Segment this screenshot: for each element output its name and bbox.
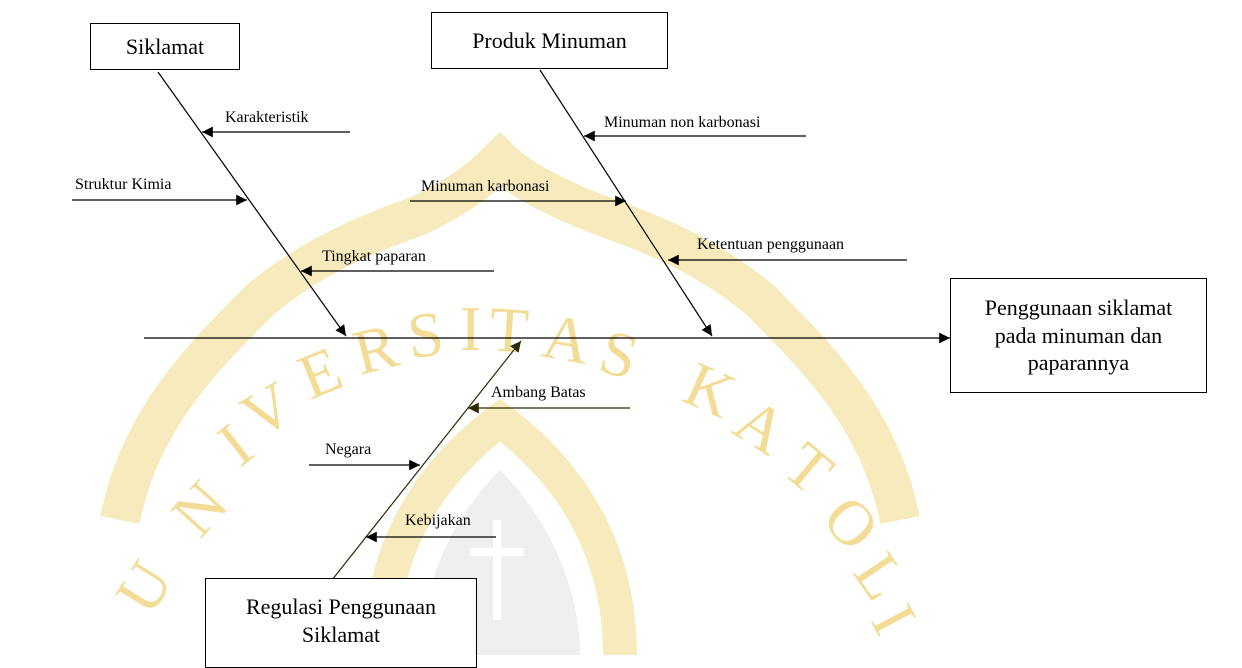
- cause-title-regulasi-line2: Siklamat: [301, 621, 381, 647]
- effect-line-2: pada minuman dan: [994, 322, 1163, 348]
- watermark-letter: I: [460, 293, 481, 364]
- effect-line-3: paparannya: [1027, 350, 1130, 376]
- cause-box-siklamat: Siklamat: [90, 23, 240, 70]
- factor-label-minuman-karbonasi: Minuman karbonasi: [421, 178, 550, 195]
- cause-title-siklamat: Siklamat: [125, 33, 205, 59]
- factor-label-ambang-batas: Ambang Batas: [491, 384, 586, 401]
- cause-box-regulasi: Regulasi Penggunaan Siklamat: [205, 578, 477, 668]
- effect-box: Penggunaan siklamat pada minuman dan pap…: [950, 278, 1207, 393]
- cause-title-produk-minuman: Produk Minuman: [472, 27, 627, 53]
- watermark-letter: S: [404, 298, 447, 372]
- factor-label-karakteristik: Karakteristik: [225, 109, 309, 126]
- cause-title-regulasi-line1: Regulasi Penggunaan: [245, 594, 437, 619]
- watermark-letter: T: [487, 293, 531, 367]
- bone-siklamat: [157, 71, 347, 337]
- factor-label-minuman-non-karbonasi: Minuman non karbonasi: [604, 114, 761, 131]
- factor-label-struktur-kimia: Struktur Kimia: [75, 176, 172, 193]
- factor-label-kebijakan: Kebijakan: [405, 512, 471, 529]
- bone-produk: [539, 69, 713, 337]
- effect-line-1: Penggunaan siklamat: [984, 295, 1173, 321]
- cause-box-produk-minuman: Produk Minuman: [431, 12, 668, 69]
- factor-label-negara: Negara: [325, 441, 372, 458]
- bone-regulasi: [331, 340, 522, 581]
- factor-label-tingkat-paparan: Tingkat paparan: [322, 248, 426, 265]
- factor-label-ketentuan-penggunaan: Ketentuan penggunaan: [697, 236, 845, 253]
